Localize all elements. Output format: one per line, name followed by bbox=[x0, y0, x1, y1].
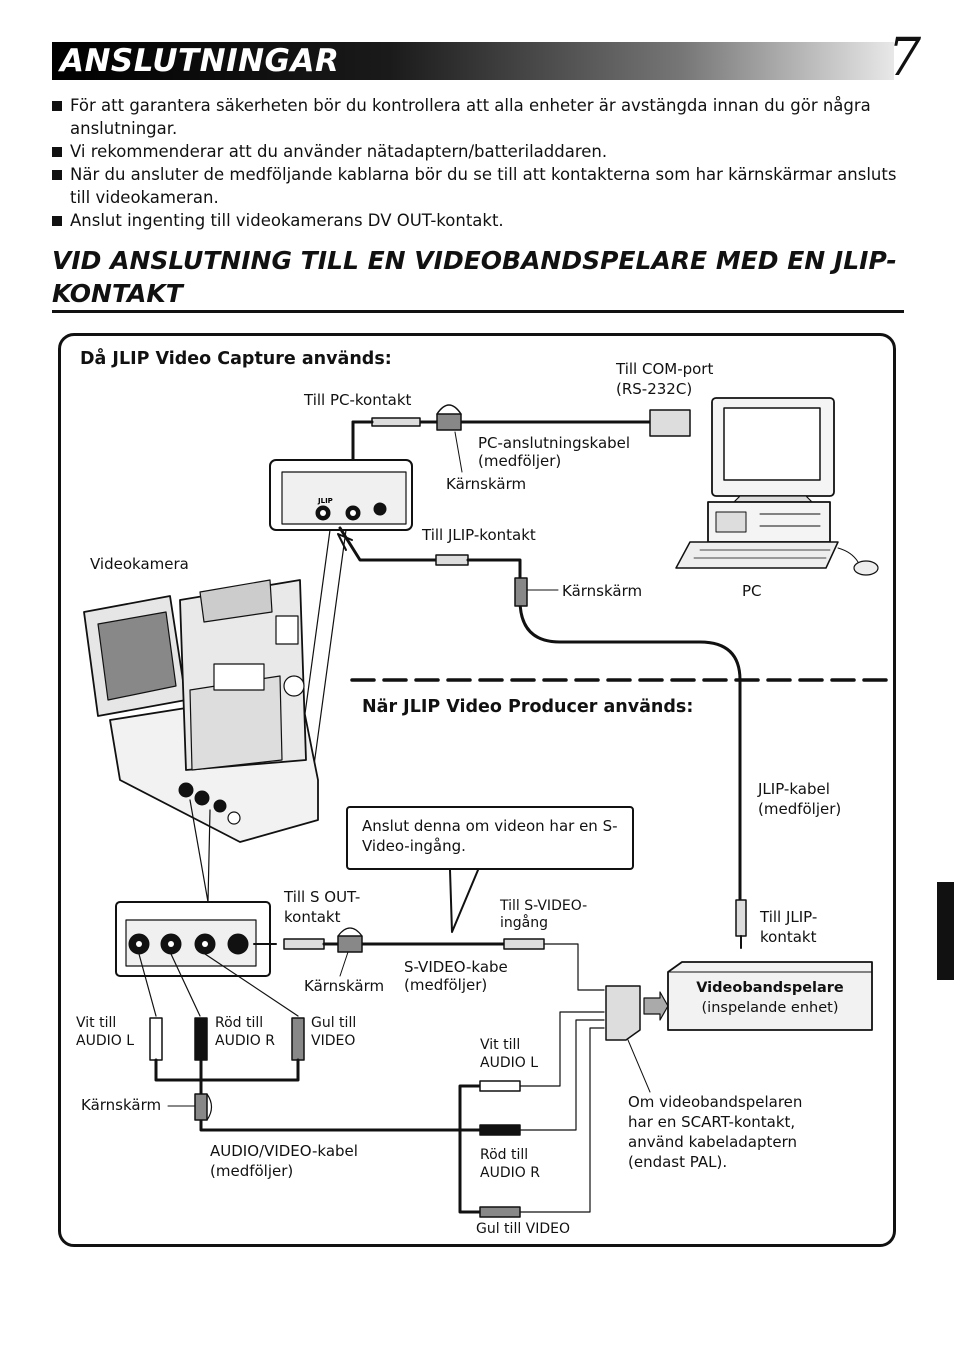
page-number: 7 bbox=[888, 28, 922, 88]
label-core-shield-1: Kärnskärm bbox=[446, 475, 527, 493]
vcr-label: Videobandspelare (inspelande enhet) bbox=[668, 978, 872, 1018]
label-jlip-cable-sub: (medföljer) bbox=[758, 800, 842, 818]
scart-note-line: Om videobandspelaren bbox=[628, 1093, 803, 1111]
vcr-body bbox=[667, 961, 873, 1031]
label-pc-cable: PC-anslutningskabel bbox=[478, 434, 631, 452]
bullet-item: När du ansluter de medföljande kablarna … bbox=[52, 163, 912, 209]
db9-plug bbox=[649, 409, 691, 437]
label-white-audio-l: Vit till bbox=[76, 1015, 117, 1031]
label-white-audio-l-vcr: Vit till bbox=[480, 1037, 521, 1053]
pc-plug bbox=[371, 417, 421, 427]
label-svideo-cable: S-VIDEO-kabe bbox=[404, 958, 508, 976]
label-red-audio-r-sub: AUDIO R bbox=[215, 1033, 275, 1049]
pc-mouse bbox=[853, 560, 879, 576]
section-rule bbox=[52, 310, 904, 313]
camcorder-drawing bbox=[83, 579, 319, 843]
label-s-out: Till S OUT- bbox=[284, 888, 361, 906]
dc-port bbox=[373, 502, 387, 516]
scart-note-line: använd kabeladaptern bbox=[628, 1133, 798, 1151]
scart-note-line: har en SCART-kontakt, bbox=[628, 1113, 796, 1131]
heading-producer: När JLIP Video Producer används: bbox=[362, 697, 694, 717]
label-red-audio-r: Röd till bbox=[215, 1015, 264, 1031]
label-s-out-sub: kontakt bbox=[284, 908, 341, 926]
label-pc-cable-sub: (medföljer) bbox=[478, 452, 562, 470]
label-pc: PC bbox=[742, 582, 762, 600]
s-out-jack bbox=[227, 933, 249, 955]
label-white-audio-l-vcr-sub: AUDIO L bbox=[480, 1055, 539, 1071]
vcr-title: Videobandspelare bbox=[696, 980, 844, 996]
side-thumb-tab bbox=[937, 882, 954, 980]
vcr-subtitle: (inspelande enhet) bbox=[701, 1000, 839, 1016]
label-core-shield-4: Kärnskärm bbox=[81, 1096, 162, 1114]
label-svideo-in: Till S-VIDEO- bbox=[500, 898, 588, 914]
label-red-audio-r-vcr: Röd till bbox=[480, 1147, 529, 1163]
label-yellow-video-vcr: Gul till VIDEO bbox=[476, 1221, 571, 1237]
diagram-frame bbox=[58, 333, 896, 1247]
label-core-shield-3: Kärnskärm bbox=[304, 977, 385, 995]
label-av-cable-sub: (medföljer) bbox=[210, 1162, 294, 1180]
bullet-item: Vi rekommenderar att du använder nätadap… bbox=[52, 140, 912, 163]
label-com-port: Till COM-port bbox=[616, 360, 714, 378]
label-yellow-video-sub: VIDEO bbox=[311, 1033, 356, 1049]
scart-adapter bbox=[605, 985, 641, 1041]
label-jlip-connector: Till JLIP-kontakt bbox=[422, 526, 536, 544]
scart-note-line: (endast PAL). bbox=[628, 1153, 728, 1171]
page-title: ANSLUTNINGAR bbox=[60, 43, 340, 79]
label-com-port-sub: (RS-232C) bbox=[616, 380, 693, 398]
bullet-item: För att garantera säkerheten bör du kont… bbox=[52, 94, 912, 140]
bullet-item: Anslut ingenting till videokamerans DV O… bbox=[52, 209, 912, 232]
svideo-note-box: Anslut denna om videon har en S-Video-in… bbox=[346, 806, 634, 870]
label-jlip-cable: JLIP-kabel bbox=[758, 780, 830, 798]
jlip-panel-label: JLIP bbox=[317, 497, 333, 505]
label-core-shield-2: Kärnskärm bbox=[562, 582, 643, 600]
bullet-list: För att garantera säkerheten bör du kont… bbox=[52, 94, 912, 232]
heading-capture: Då JLIP Video Capture används: bbox=[80, 349, 392, 369]
label-white-audio-l-sub: AUDIO L bbox=[76, 1033, 135, 1049]
label-av-cable: AUDIO/VIDEO-kabel bbox=[210, 1142, 358, 1160]
label-camcorder: Videokamera bbox=[90, 555, 189, 573]
label-jlip-vcr-sub: kontakt bbox=[760, 928, 817, 946]
section-heading: VID ANSLUTNING TILL EN VIDEOBANDSPELARE … bbox=[52, 246, 897, 308]
label-red-audio-r-vcr-sub: AUDIO R bbox=[480, 1165, 540, 1181]
pc-keyboard bbox=[675, 541, 839, 569]
label-pc-connector: Till PC-kontakt bbox=[304, 391, 412, 409]
label-jlip-vcr: Till JLIP- bbox=[760, 908, 818, 926]
label-svideo-cable-sub: (medföljer) bbox=[404, 976, 488, 994]
label-svideo-in-sub: ingång bbox=[500, 915, 548, 931]
label-yellow-video: Gul till bbox=[311, 1015, 357, 1031]
page-header-bar: ANSLUTNINGAR bbox=[52, 42, 894, 80]
